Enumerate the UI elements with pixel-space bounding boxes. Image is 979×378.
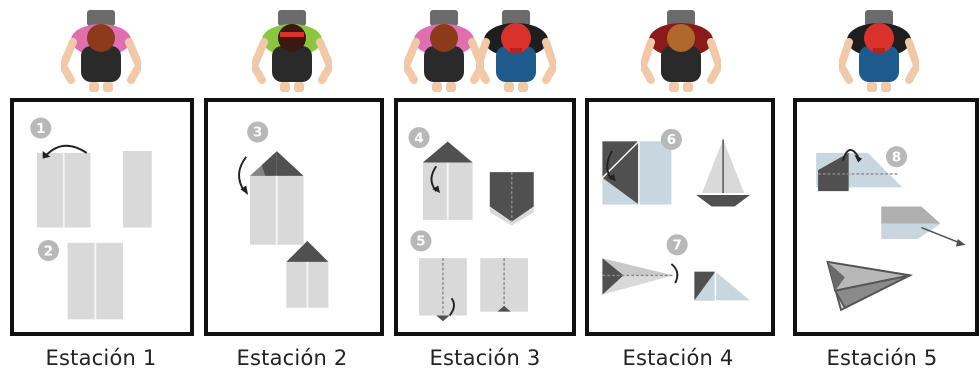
station-1: 1 2 Estación 1 xyxy=(6,0,196,378)
station-3: 4 5 xyxy=(390,0,580,378)
worker-red-cap-icon xyxy=(476,10,556,92)
svg-text:8: 8 xyxy=(892,150,901,165)
house-shape-icon xyxy=(286,240,329,308)
plane-side-view-icon xyxy=(881,206,966,247)
arrowhead-plane-icon xyxy=(602,258,674,295)
station-4-label: Estación 4 xyxy=(622,346,734,370)
fold-arrow-icon xyxy=(448,297,455,317)
svg-text:4: 4 xyxy=(414,131,423,146)
folded-strip-icon xyxy=(123,151,152,228)
station-4-board: 6 7 xyxy=(585,98,775,336)
step-8-badge: 8 xyxy=(886,146,908,168)
step-2-badge: 2 xyxy=(37,239,59,261)
station-3-label: Estación 3 xyxy=(429,346,541,370)
worker-pink-shirt-icon xyxy=(61,10,141,92)
step-3-badge: 3 xyxy=(247,121,269,143)
unfolded-sheet-icon xyxy=(67,242,124,320)
svg-text:5: 5 xyxy=(416,235,425,250)
station-4: 6 7 Estación xyxy=(583,0,775,378)
folded-body-icon xyxy=(419,258,467,322)
step-5-badge: 5 xyxy=(410,230,432,252)
wing-fold-icon xyxy=(816,152,903,192)
svg-text:7: 7 xyxy=(672,239,681,254)
station-3-board: 4 5 xyxy=(394,98,576,336)
folded-body-icon xyxy=(480,258,529,312)
station-2-label: Estación 2 xyxy=(236,346,348,370)
station-5: 8 Estación 5 xyxy=(787,0,979,378)
pentagon-fold-icon xyxy=(489,172,534,226)
fold-arrow-icon xyxy=(670,263,679,284)
worker-red-cap-icon xyxy=(839,10,919,92)
paper-sheet-icon xyxy=(36,152,91,228)
worker-maroon-shirt-icon xyxy=(641,10,721,92)
station-5-label: Estación 5 xyxy=(826,346,938,370)
svg-text:2: 2 xyxy=(44,244,53,259)
wing-fold-icon xyxy=(694,271,750,301)
fold-arrow-icon xyxy=(842,149,860,161)
house-shape-icon xyxy=(422,141,473,220)
station-2: 3 Estación 2 xyxy=(197,0,387,378)
fold-arrow-icon xyxy=(238,156,247,192)
station-5-board: 8 xyxy=(793,98,979,336)
station-1-board: 1 2 xyxy=(10,98,194,336)
svg-text:1: 1 xyxy=(36,122,45,137)
step-6-badge: 6 xyxy=(660,128,682,150)
paper-airplane-icon xyxy=(826,260,914,312)
corner-fold-sheet-icon xyxy=(250,151,304,245)
diagonal-fold-icon xyxy=(601,140,672,205)
step-4-badge: 4 xyxy=(408,127,430,149)
fold-arrow-icon xyxy=(45,144,88,156)
svg-text:3: 3 xyxy=(253,126,262,141)
worker-pink-shirt-icon xyxy=(404,10,484,92)
step-7-badge: 7 xyxy=(666,234,688,256)
station-2-board: 3 xyxy=(204,98,384,336)
step-1-badge: 1 xyxy=(30,117,52,139)
svg-text:6: 6 xyxy=(667,133,676,148)
worker-green-shirt-icon xyxy=(252,10,332,92)
station-1-label: Estación 1 xyxy=(45,346,157,370)
sailboat-fold-icon xyxy=(696,139,750,207)
